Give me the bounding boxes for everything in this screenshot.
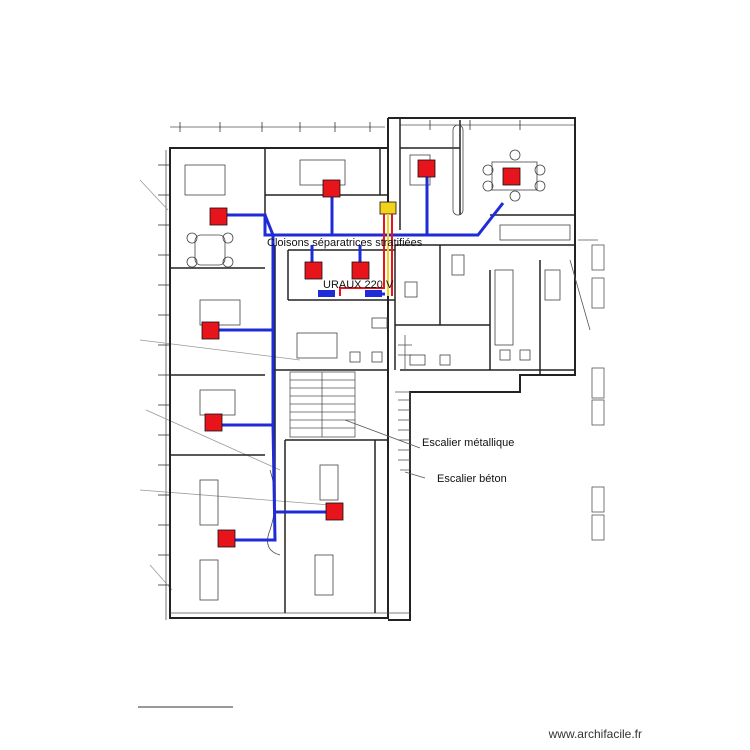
- junction-box: [379, 201, 397, 215]
- socket-office-top: [322, 179, 341, 198]
- left-facade-ticks: [139, 150, 331, 620]
- top-dimension-line: [170, 120, 575, 132]
- metal-stairs-label: Escalier métallique: [422, 437, 514, 449]
- cable-left-vertical: [263, 214, 275, 236]
- supply-marker-right: [365, 290, 382, 297]
- furniture: [184, 124, 571, 601]
- partitions-label: Cloisons séparatrices stratifiées: [267, 237, 423, 249]
- socket-office-top-left: [209, 207, 228, 226]
- supply-marker-left: [318, 290, 335, 297]
- outer-walls: [169, 117, 576, 621]
- socket-kitchen: [417, 159, 436, 178]
- concrete-stairs-label: Escalier béton: [437, 473, 507, 485]
- watermark-text: www.archifacile.fr: [548, 727, 642, 741]
- socket-technical-right: [351, 261, 370, 280]
- sockets: [201, 159, 521, 548]
- cable-trunk-horizontal: [218, 202, 505, 237]
- socket-office-bottom-left: [217, 529, 236, 548]
- power-supply-lines: [339, 201, 397, 296]
- right-facade-windows: [569, 239, 605, 541]
- socket-technical-left: [304, 261, 323, 280]
- socket-office-middle-left: [201, 321, 220, 340]
- socket-office-lower-left: [204, 413, 223, 432]
- stair-arrows: [344, 419, 426, 479]
- supply-markers: [318, 290, 382, 297]
- cable-branch-lower: [227, 424, 277, 542]
- socket-office-lower: [325, 502, 344, 521]
- stairs: [289, 335, 412, 471]
- supply-label: URAUX 220 V: [323, 279, 394, 291]
- socket-meeting-room: [502, 167, 521, 186]
